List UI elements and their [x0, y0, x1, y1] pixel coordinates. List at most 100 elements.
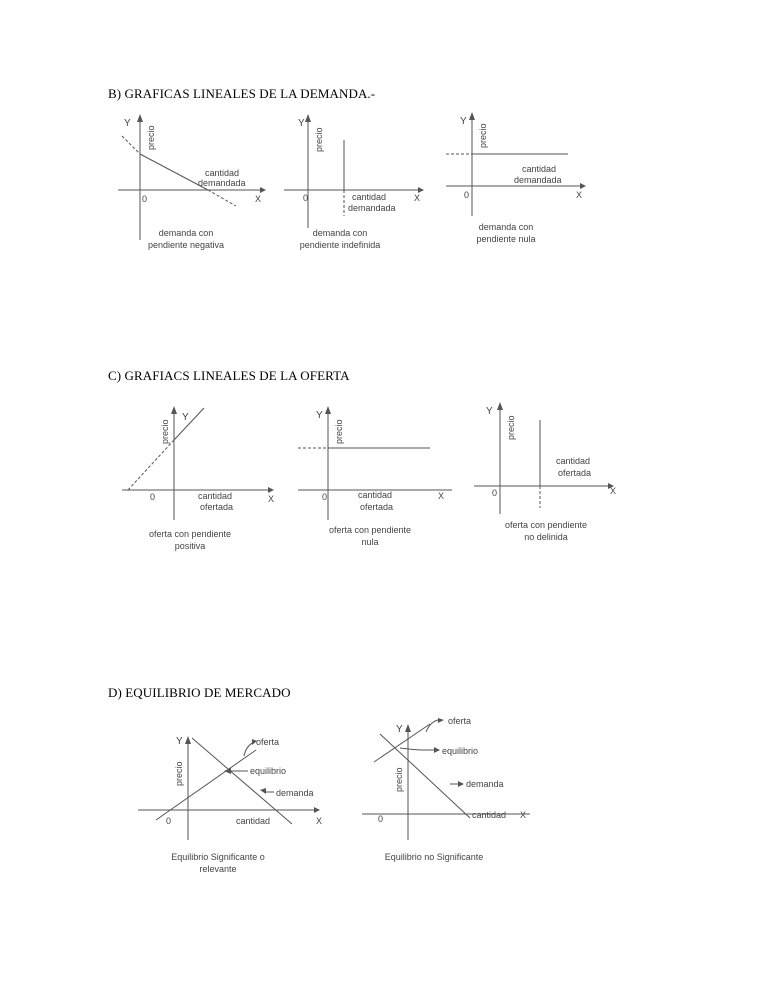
- x-axis-label: X: [520, 810, 526, 820]
- caption-line-1: oferta con pendiente: [505, 520, 587, 530]
- x-axis-label: X: [414, 193, 420, 203]
- y-axis-arrow-icon: [469, 112, 475, 120]
- origin-label: 0: [303, 193, 308, 203]
- graph-demand-undefined-slope: Y precio cantidad demandada X 0 demanda …: [278, 110, 438, 260]
- quantity-label-2: demandada: [514, 175, 562, 185]
- caption-line-2: pendiente nula: [476, 234, 535, 244]
- y-axis-label: Y: [316, 410, 323, 421]
- x-axis-arrow-icon: [418, 187, 424, 193]
- y-axis-label: Y: [176, 736, 183, 747]
- x-axis-arrow-icon: [580, 183, 586, 189]
- x-axis-label: X: [438, 491, 444, 501]
- x-axis-label: X: [576, 190, 582, 200]
- equilibrio-label: equilibrio: [442, 746, 478, 756]
- demand-line: [379, 733, 471, 819]
- price-axis-label: precio: [146, 125, 156, 150]
- caption-line-2: nula: [361, 537, 378, 547]
- oferta-label: oferta: [448, 716, 471, 726]
- graph-demand-negative-slope: Y precio cantidad demandada X 0 demanda …: [110, 110, 270, 260]
- caption-line-1: Equilibrio Significante o: [171, 852, 265, 862]
- demand-line-dashed: [207, 189, 237, 207]
- y-axis-label: Y: [124, 118, 131, 129]
- caption-line-1: demanda con: [313, 228, 368, 238]
- arrowhead-icon: [260, 788, 266, 794]
- price-axis-label: precio: [506, 415, 516, 440]
- x-axis-arrow-icon: [314, 807, 320, 813]
- x-axis-label: X: [255, 194, 261, 204]
- graph-supply-positive-slope: Y precio cantidad ofertada X 0 oferta co…: [118, 400, 288, 560]
- quantity-label-2: ofertada: [360, 502, 393, 512]
- supply-line: [155, 749, 257, 821]
- origin-label: 0: [150, 492, 155, 502]
- price-axis-label: precio: [394, 767, 404, 792]
- price-axis-label: precio: [334, 419, 344, 444]
- origin-label: 0: [378, 814, 383, 824]
- y-axis-arrow-icon: [325, 406, 331, 414]
- demanda-label: demanda: [276, 788, 314, 798]
- caption-line-2: positiva: [175, 541, 206, 551]
- y-axis-label: Y: [486, 406, 493, 417]
- demand-line: [139, 153, 209, 191]
- cantidad-label: cantidad: [236, 816, 270, 826]
- section-c-heading: C) GRAFIACS LINEALES DE LA OFERTA: [108, 368, 350, 383]
- graph-demand-zero-slope: Y precio cantidad demandada X 0 demanda …: [440, 108, 600, 258]
- x-axis-label: X: [316, 816, 322, 826]
- caption-line-1: demanda con: [159, 228, 214, 238]
- caption-line-1: oferta con pendiente: [149, 529, 231, 539]
- y-axis-label: Y: [298, 118, 305, 129]
- cantidad-label: cantidad: [472, 810, 506, 820]
- y-axis-arrow-icon: [185, 736, 191, 744]
- quantity-label-2: ofertada: [558, 468, 591, 478]
- section-d-heading: D) EQUILIBRIO DE MERCADO: [108, 685, 291, 700]
- supply-line: [173, 407, 205, 441]
- origin-label: 0: [464, 190, 469, 200]
- price-axis-label: precio: [160, 419, 170, 444]
- origin-label: 0: [492, 488, 497, 498]
- arrowhead-icon: [434, 747, 440, 753]
- caption-line-1: Equilibrio no Significante: [385, 852, 484, 862]
- quantity-label-2: ofertada: [200, 502, 233, 512]
- graph-supply-zero-slope: Y precio cantidad ofertada X 0 oferta co…: [292, 400, 462, 570]
- quantity-label: cantidad: [352, 192, 386, 202]
- quantity-label-2: demandada: [198, 178, 246, 188]
- caption-line-2: no delinida: [524, 532, 568, 542]
- x-axis-label: X: [610, 486, 616, 496]
- quantity-label: cantidad: [556, 456, 590, 466]
- section-b-heading: B) GRAFICAS LINEALES DE LA DEMANDA.-: [108, 86, 376, 101]
- x-axis-arrow-icon: [608, 483, 614, 489]
- equilibrio-label: equilibrio: [250, 766, 286, 776]
- caption-line-2: pendiente indefinida: [300, 240, 381, 250]
- demanda-label: demanda: [466, 779, 504, 789]
- caption-line-1: demanda con: [479, 222, 534, 232]
- y-axis-label: Y: [396, 724, 403, 735]
- supply-line: [373, 723, 431, 763]
- y-axis-label: Y: [182, 412, 189, 423]
- caption-line-2: relevante: [199, 864, 236, 874]
- arrowhead-icon: [438, 718, 444, 723]
- price-axis-label: precio: [478, 123, 488, 148]
- y-axis-arrow-icon: [171, 406, 177, 414]
- oferta-label: oferta: [256, 737, 279, 747]
- graph-market-equilibrium-significant: Y precio oferta equilibrio demanda canti…: [136, 718, 346, 878]
- price-axis-label: precio: [314, 127, 324, 152]
- y-axis-arrow-icon: [497, 402, 503, 410]
- y-axis-arrow-icon: [405, 724, 411, 732]
- price-axis-label: precio: [174, 761, 184, 786]
- origin-label: 0: [166, 816, 171, 826]
- arrowhead-icon: [252, 739, 257, 745]
- supply-line-dashed: [127, 439, 175, 491]
- quantity-label: cantidad: [522, 164, 556, 174]
- caption-line-2: pendiente negativa: [148, 240, 224, 250]
- demand-line: [191, 737, 293, 825]
- y-axis-arrow-icon: [137, 114, 143, 122]
- quantity-label-2: demandada: [348, 203, 396, 213]
- graph-market-equilibrium-not-significant: Y precio oferta equilibrio demanda canti…: [360, 714, 560, 874]
- x-axis-label: X: [268, 494, 274, 504]
- caption-line-1: oferta con pendiente: [329, 525, 411, 535]
- quantity-label: cantidad: [205, 168, 239, 178]
- origin-label: 0: [322, 492, 327, 502]
- y-axis-label: Y: [460, 116, 467, 127]
- x-axis-arrow-icon: [268, 487, 274, 493]
- quantity-label: cantidad: [198, 491, 232, 501]
- y-axis-arrow-icon: [305, 114, 311, 122]
